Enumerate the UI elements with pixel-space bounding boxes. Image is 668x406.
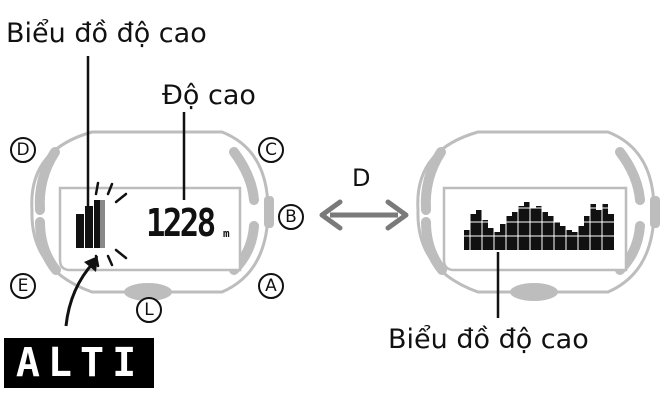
- switch-button-label: D: [352, 164, 371, 192]
- button-c-label: C: [258, 137, 284, 163]
- right-bezel-ul: [420, 147, 446, 215]
- button-b-label: B: [278, 204, 304, 230]
- right-side-button: [650, 196, 660, 228]
- left-bezel-ul: [34, 147, 60, 215]
- mode-label: ALTI: [15, 340, 145, 386]
- graph-grid-overlay: [462, 200, 616, 250]
- right-bezel-ll: [421, 217, 447, 275]
- mini-altitude-graph: [76, 200, 105, 248]
- button-a-label: A: [258, 273, 284, 299]
- mode-label-box: [4, 338, 154, 388]
- alti-pointer-curve: [64, 260, 96, 327]
- altitude-value: 1228: [146, 201, 216, 245]
- button-d-label: D: [10, 137, 36, 163]
- altitude-label: Độ cao: [162, 80, 256, 111]
- button-l-label: L: [136, 297, 162, 323]
- right-light-button: [510, 283, 558, 301]
- right-bezel-ur: [615, 147, 645, 205]
- button-e-label: E: [10, 273, 36, 299]
- left-side-button-b: [264, 196, 274, 228]
- altitude-graph-label-top: Biểu đồ độ cao: [6, 18, 207, 49]
- left-bezel-ur: [229, 147, 259, 205]
- blink-marks: [94, 181, 128, 268]
- switch-arrow: [319, 199, 409, 231]
- left-bezel-ll: [35, 217, 61, 275]
- left-watch: [30, 56, 274, 327]
- right-watch: [416, 130, 660, 318]
- altitude-unit: m: [223, 227, 230, 240]
- altitude-graph-label-bottom: Biểu đồ độ cao: [388, 324, 589, 355]
- alti-pointer-arrowhead: [84, 256, 98, 272]
- left-light-button: [124, 283, 172, 301]
